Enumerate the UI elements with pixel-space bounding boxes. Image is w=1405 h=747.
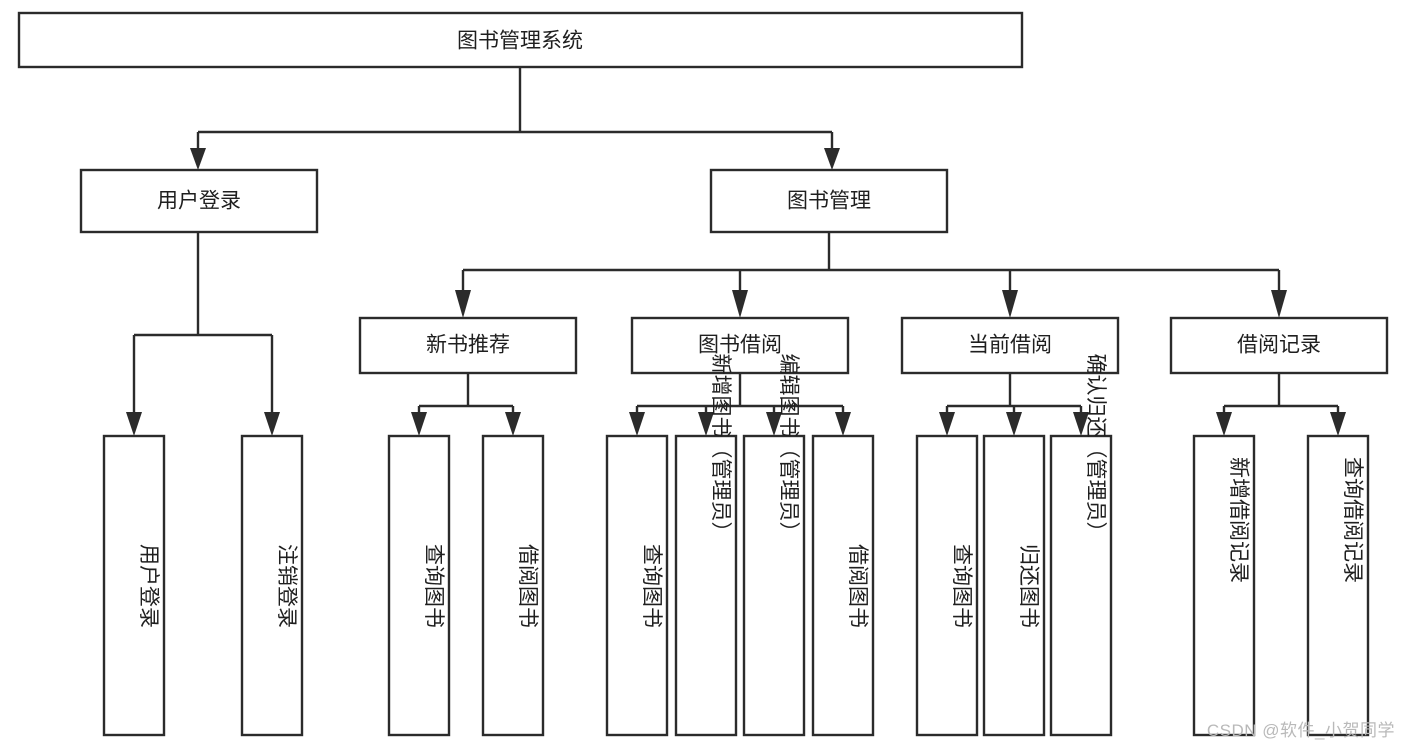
leaf-query-book-2-box[interactable] bbox=[605, 434, 669, 737]
leaf-query-book-2[interactable]: 查询图书 bbox=[605, 434, 669, 737]
leaf-edit-book-admin-label: 编辑图书（管理员） bbox=[777, 354, 800, 543]
arrow-head-leaf-8 bbox=[835, 412, 851, 436]
leaf-confirm-return-admin-label: 确认归还（管理员） bbox=[1084, 354, 1107, 543]
leaf-query-book-3-box[interactable] bbox=[915, 434, 979, 737]
node-new-book-recommend[interactable]: 新书推荐 bbox=[358, 316, 578, 375]
leaf-borrow-book-1-box[interactable] bbox=[481, 434, 545, 737]
leaf-confirm-return-admin[interactable]: 确认归还（管理员） bbox=[1049, 354, 1113, 737]
leaf-add-book-admin-label: 新增图书（管理员） bbox=[709, 354, 732, 543]
leaf-add-borrow-record-box[interactable] bbox=[1192, 434, 1256, 737]
arrow-head-current-borrow bbox=[1002, 290, 1018, 318]
leaf-query-book-2-label: 查询图书 bbox=[640, 544, 663, 628]
node-user-login-box[interactable] bbox=[79, 168, 319, 234]
leaf-add-book-admin[interactable]: 新增图书（管理员） bbox=[674, 354, 738, 737]
arrow-head-leaf-2 bbox=[264, 412, 280, 436]
leaf-user-login-label: 用户登录 bbox=[137, 544, 160, 628]
leaf-query-book-1[interactable]: 查询图书 bbox=[387, 434, 451, 737]
node-user-login-label: 用户登录 bbox=[157, 190, 241, 213]
node-root-system-label: 图书管理系统 bbox=[457, 30, 583, 53]
arrow-head-new-book-rec bbox=[455, 290, 471, 318]
leaf-user-login-box[interactable] bbox=[102, 434, 166, 737]
leaf-query-book-1-box[interactable] bbox=[387, 434, 451, 737]
leaf-query-book-3-label: 查询图书 bbox=[950, 544, 973, 628]
arrow-head-leaf-7 bbox=[766, 412, 782, 436]
node-borrow-record[interactable]: 借阅记录 bbox=[1169, 316, 1389, 375]
leaf-borrow-book-2-box[interactable] bbox=[811, 434, 875, 737]
node-current-borrow-box[interactable] bbox=[900, 316, 1120, 375]
leaf-return-book-box[interactable] bbox=[982, 434, 1046, 737]
leaf-add-book-admin-box[interactable] bbox=[674, 434, 738, 737]
leaf-query-book-1-label: 查询图书 bbox=[422, 544, 445, 628]
node-root-system[interactable]: 图书管理系统 bbox=[17, 11, 1024, 69]
arrow-head-book-borrow bbox=[732, 290, 748, 318]
arrow-head-leaf-10 bbox=[1006, 412, 1022, 436]
leaf-return-book[interactable]: 归还图书 bbox=[982, 434, 1046, 737]
leaf-borrow-book-1[interactable]: 借阅图书 bbox=[481, 434, 545, 737]
arrow-head-leaf-3 bbox=[411, 412, 427, 436]
node-borrow-record-label: 借阅记录 bbox=[1237, 334, 1321, 357]
leaf-borrow-book-2[interactable]: 借阅图书 bbox=[811, 434, 875, 737]
arrow-head-leaf-11 bbox=[1073, 412, 1089, 436]
node-new-book-recommend-label: 新书推荐 bbox=[426, 334, 510, 357]
leaf-edit-book-admin[interactable]: 编辑图书（管理员） bbox=[742, 354, 806, 737]
node-borrow-record-box[interactable] bbox=[1169, 316, 1389, 375]
node-current-borrow-label: 当前借阅 bbox=[968, 334, 1052, 357]
node-book-borrow[interactable]: 图书借阅 bbox=[630, 316, 850, 375]
node-book-management[interactable]: 图书管理 bbox=[709, 168, 949, 234]
arrow-head-leaf-9 bbox=[939, 412, 955, 436]
leaf-query-book-3[interactable]: 查询图书 bbox=[915, 434, 979, 737]
leaf-borrow-book-2-label: 借阅图书 bbox=[846, 544, 869, 628]
connector-group bbox=[126, 67, 1346, 436]
arrow-head-leaf-4 bbox=[505, 412, 521, 436]
leaf-query-borrow-record[interactable]: 查询借阅记录 bbox=[1306, 434, 1370, 737]
arrow-head-leaf-1 bbox=[126, 412, 142, 436]
leaf-add-borrow-record-label: 新增借阅记录 bbox=[1227, 457, 1250, 583]
leaf-logout-label: 注销登录 bbox=[275, 544, 298, 628]
arrow-head-leaf-13 bbox=[1330, 412, 1346, 436]
leaf-logout[interactable]: 注销登录 bbox=[240, 434, 304, 737]
arrow-head-leaf-6 bbox=[698, 412, 714, 436]
node-book-borrow-box[interactable] bbox=[630, 316, 850, 375]
node-root-system-box[interactable] bbox=[17, 11, 1024, 69]
node-book-management-box[interactable] bbox=[709, 168, 949, 234]
leaf-logout-box[interactable] bbox=[240, 434, 304, 737]
node-book-management-label: 图书管理 bbox=[787, 190, 871, 213]
node-current-borrow[interactable]: 当前借阅 bbox=[900, 316, 1120, 375]
arrow-head-book-mgmt bbox=[824, 148, 840, 170]
node-new-book-recommend-box[interactable] bbox=[358, 316, 578, 375]
node-book-borrow-label: 图书借阅 bbox=[698, 334, 782, 357]
leaf-add-borrow-record[interactable]: 新增借阅记录 bbox=[1192, 434, 1256, 737]
leaf-edit-book-admin-box[interactable] bbox=[742, 434, 806, 737]
leaf-user-login[interactable]: 用户登录 bbox=[102, 434, 166, 737]
leaf-return-book-label: 归还图书 bbox=[1017, 544, 1040, 628]
leaf-borrow-book-1-label: 借阅图书 bbox=[516, 544, 539, 628]
arrow-head-borrow-record bbox=[1271, 290, 1287, 318]
leaf-confirm-return-admin-box[interactable] bbox=[1049, 434, 1113, 737]
arrow-head-leaf-5 bbox=[629, 412, 645, 436]
arrow-head-leaf-12 bbox=[1216, 412, 1232, 436]
leaf-query-borrow-record-box[interactable] bbox=[1306, 434, 1370, 737]
arrow-head-user-login bbox=[190, 148, 206, 170]
node-user-login[interactable]: 用户登录 bbox=[79, 168, 319, 234]
leaf-query-borrow-record-label: 查询借阅记录 bbox=[1341, 457, 1364, 583]
